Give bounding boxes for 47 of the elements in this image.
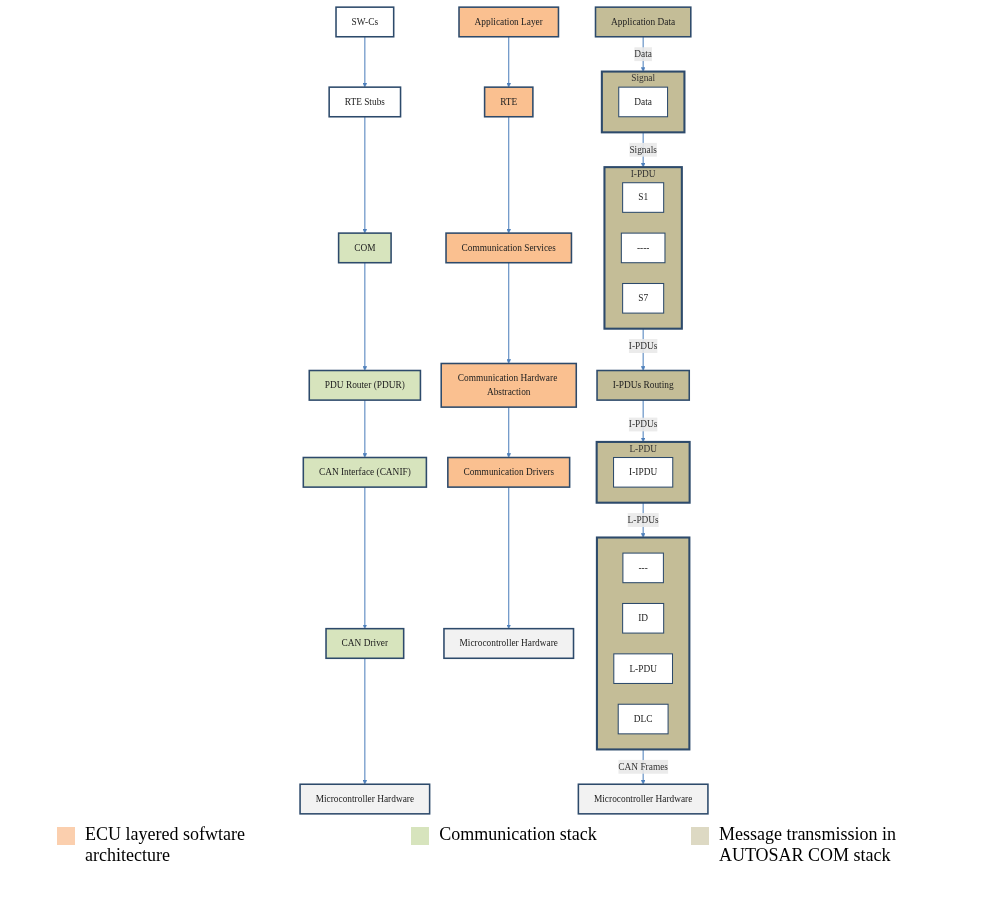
- node-box: Communication Drivers: [447, 456, 571, 488]
- node-box: Application Data: [594, 5, 692, 38]
- node-box: DLC: [617, 703, 669, 734]
- edge-label: I-PDUs: [628, 340, 658, 351]
- node-box: ID: [622, 602, 665, 634]
- arrow: [506, 486, 512, 629]
- node-box: S1: [622, 181, 665, 213]
- node-box: Communication Services: [445, 231, 573, 263]
- legend-text: Message transmission in AUTOSAR COM stack: [718, 824, 897, 866]
- node-box: CAN Interface (CANIF): [302, 456, 428, 488]
- node-box: COM: [337, 231, 392, 263]
- node-box: S7: [622, 282, 665, 314]
- node-box: Application Layer: [458, 5, 560, 38]
- edge-label: CAN Frames: [618, 760, 668, 772]
- arrow: [506, 115, 512, 233]
- arrow: [362, 657, 368, 784]
- arrow: [362, 261, 368, 371]
- node-box: ----: [620, 232, 666, 263]
- node-box: ---: [622, 552, 664, 583]
- node-box: Microcontroller Hardware: [299, 782, 431, 815]
- node-box: Communication Hardware Abstraction: [440, 362, 578, 408]
- node-box: Microcontroller Hardware: [443, 627, 575, 659]
- edge-label: I-PDUs: [628, 418, 658, 429]
- node-box: I-PDUs Routing: [596, 369, 691, 401]
- legend-text: ECU layered sofwtare architecture: [85, 824, 246, 866]
- legend-text: Communication stack: [439, 824, 597, 845]
- cluster: [595, 535, 691, 750]
- arrow: [362, 399, 368, 458]
- arrow: [362, 486, 368, 629]
- node-box: Microcontroller Hardware: [577, 782, 709, 815]
- node-box: RTE: [483, 85, 534, 118]
- node-box: PDU Router (PDUR): [308, 369, 422, 401]
- arrow: [362, 35, 368, 87]
- edge-label: Signals: [629, 143, 657, 155]
- edge-label: Data: [634, 48, 652, 59]
- node-box: I-IPDU: [613, 456, 674, 488]
- arrow: [506, 406, 512, 458]
- node-box: SW-Cs: [335, 5, 395, 38]
- node-box: RTE Stubs: [328, 85, 402, 118]
- edge-label: L-PDUs: [627, 514, 659, 525]
- node-box: L-PDU: [613, 652, 673, 684]
- node-box: Data: [618, 86, 669, 117]
- arrow: [506, 261, 512, 364]
- node-box: CAN Driver: [325, 627, 405, 659]
- arrow: [640, 35, 646, 72]
- arrow: [506, 35, 512, 87]
- arrow: [362, 115, 368, 233]
